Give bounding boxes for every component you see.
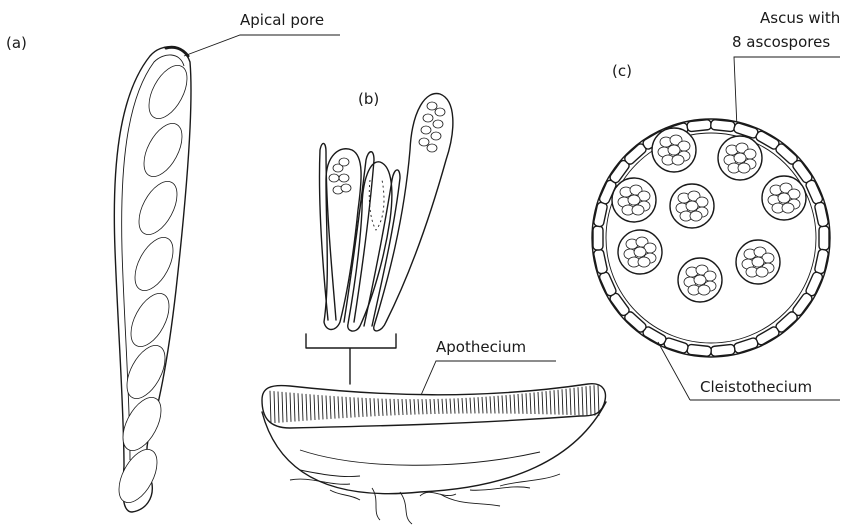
- ascospore: [634, 247, 646, 257]
- ascus: [762, 176, 806, 220]
- hymenium-bracket: [306, 334, 396, 384]
- ascospore: [136, 117, 190, 182]
- ascus-with-label-line2: 8 ascospores: [732, 33, 830, 51]
- wall-cell: [710, 344, 735, 356]
- ascus-b-3: [374, 93, 453, 330]
- apical-pore-leader: [184, 35, 340, 56]
- ascus-b-1-spores: [329, 158, 351, 194]
- ascospore: [427, 102, 437, 110]
- ascospores-group: [111, 59, 195, 508]
- ascospore: [423, 114, 433, 122]
- ascospore: [734, 153, 746, 163]
- ascospore: [686, 201, 698, 211]
- wall-cell: [687, 344, 712, 356]
- ascospore: [668, 145, 680, 155]
- panel-b: (b) Apothecium: [262, 90, 606, 524]
- cleistothecium-label: Cleistothecium: [700, 378, 812, 396]
- ascus: [618, 230, 662, 274]
- wall-cell: [710, 119, 735, 131]
- ascospore: [632, 205, 644, 215]
- wall-cell: [593, 226, 603, 250]
- ascospore: [756, 267, 768, 277]
- ascospore: [431, 132, 441, 140]
- ascospore: [421, 126, 431, 134]
- apothecium-base-line: [300, 450, 540, 465]
- ascospore: [111, 443, 165, 508]
- ascospore: [694, 275, 706, 285]
- hyphae: [290, 470, 560, 524]
- panel-a: (a) Apical pore: [6, 11, 340, 512]
- panel-c-letter: (c): [612, 62, 632, 80]
- ascus: [736, 240, 780, 284]
- ascospore: [782, 203, 794, 213]
- ascospore: [427, 144, 437, 152]
- apical-pore-label: Apical pore: [240, 11, 324, 29]
- apothecium-label: Apothecium: [436, 338, 526, 356]
- ascospore: [433, 120, 443, 128]
- ascospore: [131, 175, 185, 240]
- panel-a-letter: (a): [6, 34, 27, 52]
- ascus: [678, 258, 722, 302]
- ascospore: [419, 138, 429, 146]
- panel-b-letter: (b): [358, 90, 379, 108]
- ascospore: [435, 108, 445, 116]
- ascospore: [672, 155, 684, 165]
- ascospore: [752, 257, 764, 267]
- ascus-with-label-line1: Ascus with: [760, 9, 840, 27]
- ascus: [718, 136, 762, 180]
- ascospore: [738, 163, 750, 173]
- wall-cell: [819, 226, 829, 250]
- ascospore: [339, 158, 349, 166]
- ascospore: [339, 174, 349, 182]
- ascospore: [698, 285, 710, 295]
- ascus-b-3-spores: [419, 102, 445, 152]
- panel-c: (c) Ascus with 8 ascospores Cleistotheci…: [592, 9, 840, 400]
- ascospore: [628, 195, 640, 205]
- ascospore: [329, 174, 339, 182]
- wall-cell: [687, 119, 712, 131]
- ascospore: [690, 211, 702, 221]
- ascospore: [127, 231, 181, 296]
- ascus: [612, 178, 656, 222]
- ascospore: [778, 193, 790, 203]
- ascospore: [341, 184, 351, 192]
- ascus: [652, 128, 696, 172]
- ascospore: [638, 257, 650, 267]
- ascus: [670, 184, 714, 228]
